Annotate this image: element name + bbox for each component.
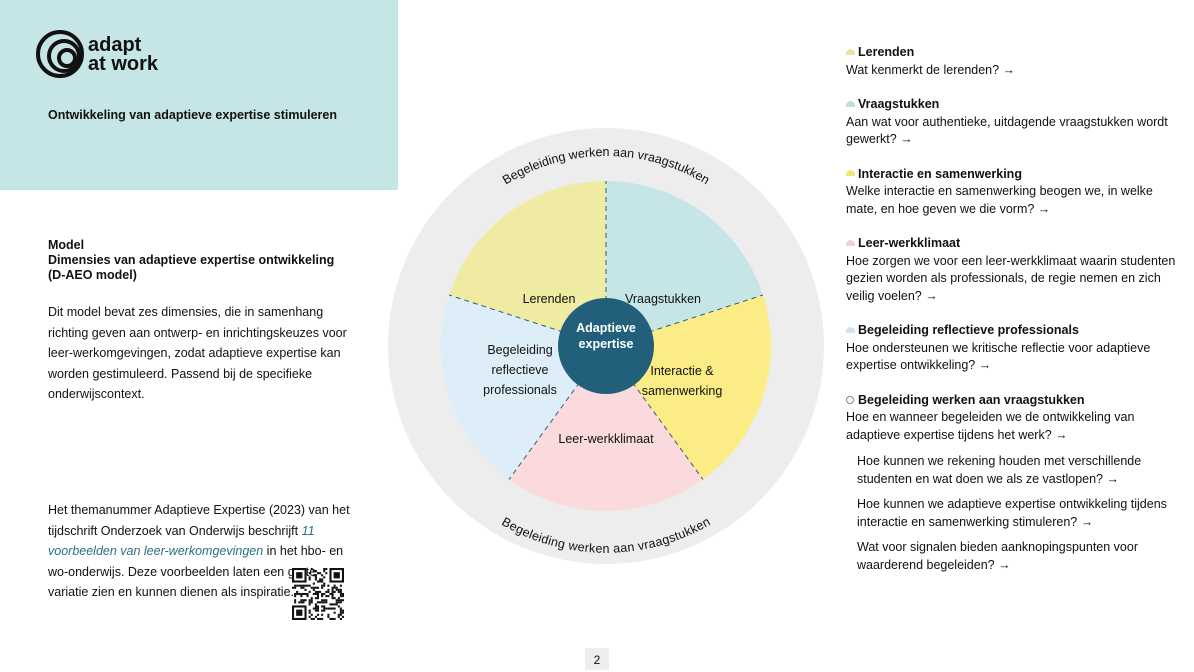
question-heading: Lerenden [846,44,1176,62]
segment-marker-icon [846,326,855,333]
question-title: Interactie en samenwerking [858,166,1022,181]
question-heading: Leer-werkklimaat [846,235,1176,253]
themanummer-text-before: Het themanummer Adaptieve Expertise (202… [48,503,350,538]
question-heading: Vraagstukken [846,96,1176,114]
themanummer-text-after: in het hbo- en wo-onderwijs. Deze voorbe… [48,544,344,599]
question-link[interactable]: Hoe en wanneer begeleiden we de ontwikke… [846,410,1135,442]
question-heading: Interactie en samenwerking [846,166,1176,184]
question-link[interactable]: Welke interactie en samenwerking beogen … [846,184,1153,216]
themanummer-text: Het themanummer Adaptieve Expertise (202… [48,500,358,603]
segment-label: reflectieve [492,363,549,377]
segment-label: Begeleiding [487,343,552,357]
sub-question-link[interactable]: Wat voor signalen bieden aanknopingspunt… [857,540,1138,572]
segment-label: Lerenden [523,292,576,306]
model-title-line-1: Dimensies van adaptieve expertise ontwik… [48,253,335,267]
question-title: Vraagstukken [858,97,940,111]
segment-label: Leer-werkklimaat [558,432,654,446]
segment-label: Interactie & [650,364,714,378]
page-number: 2 [585,648,609,670]
question-title: Leer-werkklimaat [858,236,961,250]
segment-marker-icon [846,170,855,177]
segment-marker-icon [846,239,855,246]
model-heading: Model Dimensies van adaptieve expertise … [48,238,334,283]
center-label-line-2: expertise [579,337,634,351]
question-heading: Begeleiding reflectieve professionals [846,322,1176,340]
voorbeelden-link[interactable]: 11 voorbeelden van leer-werkomgevingen [48,523,315,559]
question-link[interactable]: Hoe ondersteunen we kritische reflectie … [846,340,1151,373]
model-title-line-2: (D-AEO model) [48,268,137,282]
question-heading: Begeleiding werken aan vraagstukken [846,392,1176,410]
center-circle [558,298,654,394]
segment-label: professionals [483,383,557,397]
model-label: Model [48,238,85,252]
logo-text: adapt at work [88,34,159,75]
question-title: Begeleiding reflectieve professionals [858,323,1079,337]
wheel-segment [509,346,703,511]
segment-label: samenwerking [642,384,723,398]
ring-marker-icon [846,396,854,405]
logo-line-1: adapt [88,34,142,56]
question-link[interactable]: Wat kenmerkt de lerenden? → [846,62,1016,77]
daeo-model-diagram: Begeleiding werken aan vraagstukken Bege… [388,128,824,564]
segment-marker-icon [846,100,855,107]
wheel-segment [606,181,763,346]
question-title: Begeleiding werken aan vraagstukken [858,392,1085,407]
question-link[interactable]: Aan wat voor authentieke, uitdagende vra… [846,114,1168,147]
segment-label: Vraagstukken [625,292,701,306]
question-title: Lerenden [858,45,915,59]
page-subtitle: Ontwikkeling van adaptieve expertise sti… [48,108,337,122]
qr-code-icon[interactable] [292,568,344,620]
logo-icon [36,30,84,78]
question-link[interactable]: Hoe zorgen we voor een leer-werkklimaat … [846,253,1176,303]
model-description: Dit model bevat zes dimensies, die in sa… [48,305,347,401]
sub-question-link[interactable]: Hoe kunnen we rekening houden met versch… [857,454,1142,486]
segment-marker-icon [846,48,855,55]
center-label-line-1: Adaptieve [576,321,636,335]
header-box [0,0,398,190]
wheel-segment [449,181,606,346]
logo-line-2: at work [88,53,159,75]
sub-questions: Hoe kunnen we rekening houden met versch… [846,453,1176,574]
sub-question-link[interactable]: Hoe kunnen we adaptieve expertise ontwik… [857,497,1167,529]
